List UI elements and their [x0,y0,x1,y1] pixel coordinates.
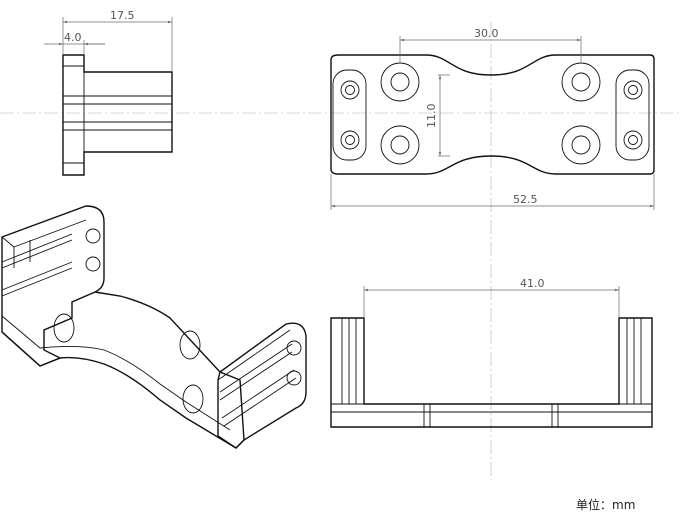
dim-top-hole-spacing: 30.0 [474,27,499,40]
dim-top-overall: 52.5 [513,193,538,206]
top-view [330,54,655,175]
side-view-dimensions: 17.5 4.0 [44,9,173,72]
dim-front-inner: 41.0 [520,277,545,290]
front-view [330,317,653,428]
top-view-dimensions: 30.0 52.5 11.0 [330,27,655,210]
dim-side-flange: 4.0 [64,31,82,44]
front-view-dimensions: 41.0 [363,277,620,318]
side-view [62,54,173,176]
unit-label: 单位：mm [576,498,636,512]
isometric-view [1,205,307,449]
dim-side-overall: 17.5 [110,9,135,22]
dim-top-neck: 11.0 [425,104,438,129]
